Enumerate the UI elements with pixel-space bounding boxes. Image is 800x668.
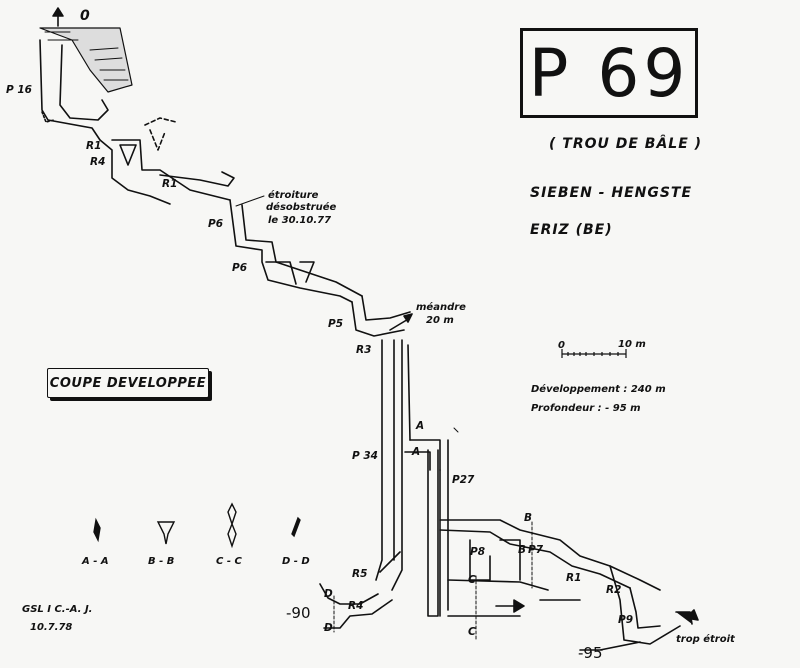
label-r1: R1: [86, 140, 102, 152]
section-letter-c1: C: [468, 574, 476, 586]
cave-name: ( TROU DE BÂLE ): [549, 136, 703, 152]
section-letter-b2: B: [518, 544, 527, 556]
note-narrowing: étroiture: [268, 190, 319, 201]
note-meander-length: 20 m: [426, 315, 454, 326]
label-p6: P6: [208, 218, 224, 230]
surface-rock: [39, 27, 133, 93]
credit-group: GSL I C.-A. J.: [22, 604, 93, 615]
section-title: COUPE DEVELOPPEE: [49, 375, 207, 391]
depth-minus-95: -95: [578, 644, 603, 662]
label-p27: P27: [452, 474, 475, 486]
label-p6-b: P6: [232, 262, 248, 274]
label-r1-c: R1: [566, 572, 582, 584]
section-letter-a1: A: [416, 420, 425, 432]
label-p16: P 16: [6, 84, 32, 96]
section-letter-a2: A: [412, 446, 421, 458]
section-label-a: A - A: [82, 556, 109, 567]
section-letter-b1: B: [524, 512, 533, 524]
section-letter-d1: D: [324, 588, 333, 600]
section-label-b: B - B: [148, 556, 175, 567]
note-meander: méandre: [416, 302, 466, 313]
note-unblocked: désobstruée: [266, 202, 337, 213]
shaft-p27: [427, 439, 449, 617]
label-r3: R3: [356, 344, 372, 356]
entrance-arrow: [52, 7, 64, 27]
scale-zero: 0: [558, 340, 565, 351]
label-r5: R5: [352, 568, 368, 580]
section-letter-c2: C: [468, 626, 476, 638]
exit-arrow: [495, 599, 525, 613]
label-p5: P5: [328, 318, 344, 330]
section-title-box: COUPE DEVELOPPEE: [47, 368, 209, 398]
scale-ten: 10 m: [618, 339, 646, 350]
note-date: le 30.10.77: [268, 215, 332, 226]
section-d-icon: [291, 516, 301, 538]
credit-date: 10.7.78: [30, 622, 73, 633]
depth-zero: 0: [80, 8, 90, 24]
label-r2: R2: [606, 584, 622, 596]
section-c-icon: [227, 502, 237, 549]
section-label-d: D - D: [282, 556, 310, 567]
note-too-narrow: trop étroit: [676, 634, 735, 645]
commune: ERIZ (BE): [530, 222, 613, 238]
shaft-p34: [375, 339, 411, 591]
label-p9: P9: [618, 614, 634, 626]
gallery-lower: [439, 519, 661, 591]
title-box: P 69: [520, 28, 698, 118]
label-p34: P 34: [352, 450, 378, 462]
section-a-icon: [93, 517, 101, 543]
stat-depth: Profondeur : - 95 m: [531, 403, 641, 414]
label-r1-b: R1: [162, 178, 178, 190]
label-r4-b: R4: [348, 600, 364, 612]
section-label-c: C - C: [216, 556, 242, 567]
section-letter-d2: D: [324, 622, 333, 634]
too-narrow-arrow: [675, 609, 699, 625]
label-r4: R4: [90, 156, 106, 168]
stat-development: Développement : 240 m: [531, 384, 666, 395]
scale-bar: [561, 349, 627, 358]
cave-title: P 69: [528, 34, 690, 112]
label-p7: P7: [528, 544, 544, 556]
passage-upper: [39, 39, 109, 141]
depth-minus-90: -90: [286, 604, 311, 622]
section-b-icon: [156, 521, 176, 545]
location: SIEBEN - HENGSTE: [530, 185, 693, 201]
meander-arrow: [389, 313, 413, 331]
label-p8: P8: [470, 546, 486, 558]
